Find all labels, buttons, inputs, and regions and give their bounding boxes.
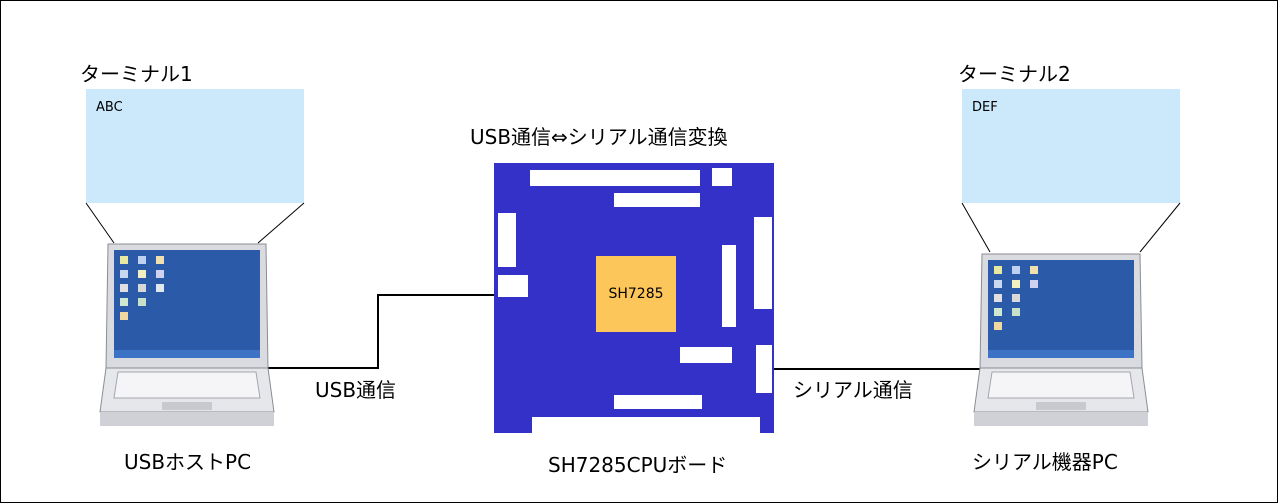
board-connector	[756, 345, 772, 393]
board-label: SH7285CPUボード	[548, 453, 728, 477]
cpu-board: SH7285	[494, 163, 774, 433]
usb-cable	[268, 294, 500, 369]
board-connector	[498, 275, 528, 297]
chip-label: SH7285	[608, 286, 664, 302]
usb-host-laptop-icon	[99, 243, 275, 426]
board-connector	[722, 245, 736, 327]
sh7285-chip: SH7285	[596, 256, 676, 332]
terminal-2-projection-line	[1139, 202, 1181, 253]
terminal-2-screen: DEF	[962, 89, 1180, 203]
serial-device-pc-label: シリアル機器PC	[972, 450, 1118, 474]
usb-host-pc-label: USBホストPC	[124, 450, 252, 474]
terminal-2-projection-line	[961, 202, 991, 253]
board-connector	[680, 347, 732, 363]
terminal-1-projection-line	[257, 202, 305, 244]
board-connector	[530, 170, 700, 186]
serial-link-label: シリアル通信	[793, 378, 913, 402]
board-connector	[498, 213, 516, 267]
board-connector	[532, 417, 760, 433]
terminal-1-text: ABC	[96, 100, 123, 115]
terminal-1-projection-line	[85, 202, 115, 244]
serial-device-laptop-icon	[973, 253, 1149, 426]
board-connector	[614, 193, 700, 207]
terminal-1-label: ターミナル1	[80, 62, 193, 86]
terminal-2-label: ターミナル2	[958, 62, 1071, 86]
usb-link-label: USB通信	[315, 378, 397, 402]
diagram-title: USB通信⇔シリアル通信変換	[470, 125, 728, 149]
board-connector	[754, 217, 772, 309]
terminal-2-text: DEF	[972, 100, 998, 115]
board-connector	[614, 395, 702, 409]
board-connector	[712, 168, 732, 186]
terminal-1-screen: ABC	[86, 89, 304, 203]
